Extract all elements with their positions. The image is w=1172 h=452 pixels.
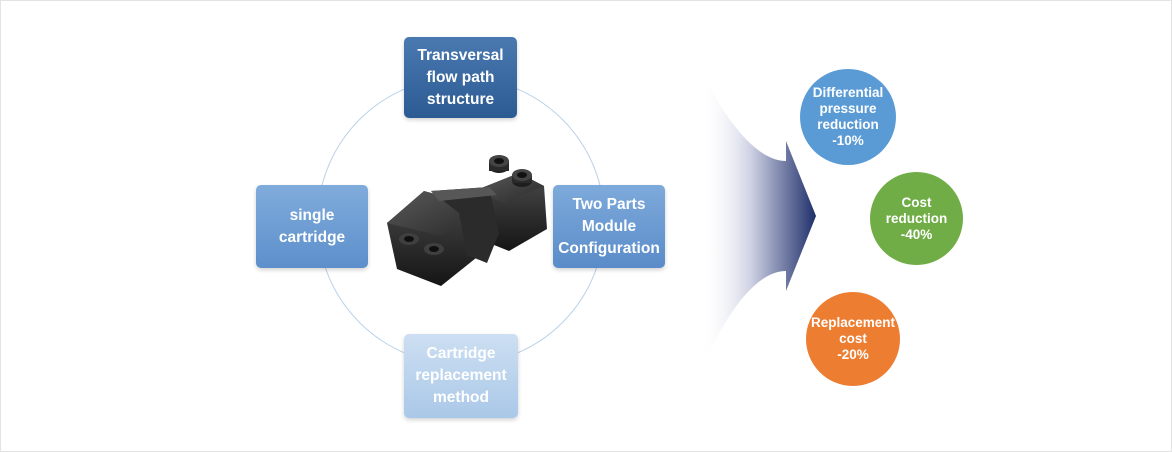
feature-box-two-parts-module: Two Parts Module Configuration [553, 185, 665, 268]
feature-box-cartridge-replacement: Cartridge replacement method [404, 334, 518, 418]
result-circle-replacement-cost: Replacement cost -20% [806, 292, 900, 386]
result-circle-cost-reduction: Cost reduction -40% [870, 172, 963, 265]
product-cartridge-module-image [387, 155, 547, 286]
result-arrow [701, 71, 816, 371]
feature-box-transversal-flow: Transversal flow path structure [404, 37, 517, 118]
feature-box-single-cartridge: single cartridge [256, 185, 368, 268]
result-circle-differential-pressure: Differential pressure reduction -10% [800, 69, 896, 165]
